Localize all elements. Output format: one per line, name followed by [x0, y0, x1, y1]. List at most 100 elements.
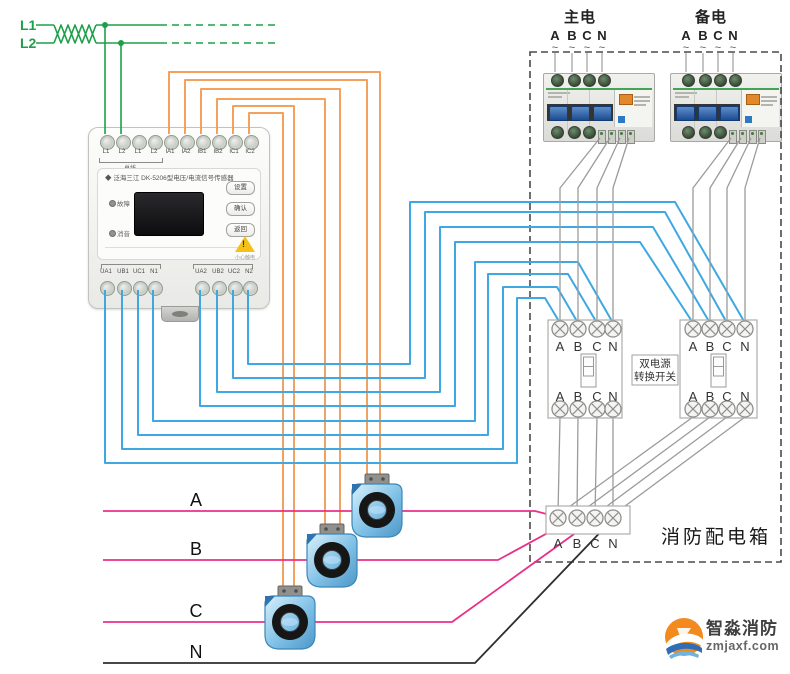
breaker-prong: [627, 130, 635, 144]
terminal-screw-icon: [147, 134, 163, 150]
wire-gray: [692, 137, 732, 323]
label-stub-wires: [554, 53, 603, 72]
confirm-button: 确认: [226, 202, 255, 216]
ac-tilde: ~: [683, 42, 689, 54]
phase-label: A: [550, 28, 560, 43]
fault-led-icon: [109, 200, 116, 207]
reset-button: [618, 116, 625, 123]
terminal-screw-icon: [211, 134, 227, 150]
terminal-screw-icon: [163, 134, 179, 150]
logo-site: zmjaxf.com: [706, 639, 779, 653]
breaker-prong: [758, 130, 766, 144]
wire-gray: [612, 416, 746, 516]
phase-label: B: [698, 28, 707, 43]
l2-label: L2: [20, 35, 37, 51]
feeder-a-line: [103, 510, 559, 518]
wire-gray: [559, 137, 601, 323]
feeder-b-label: B: [190, 539, 202, 559]
ats-phase-label: C: [592, 339, 601, 354]
ats-screw-icon: [588, 320, 606, 338]
l1-label: L1: [20, 17, 37, 33]
ats-label-outline: [631, 354, 679, 386]
terminal-screw-icon: [116, 280, 132, 296]
terminal-screw-icon: [132, 280, 148, 296]
supply-wires: [36, 22, 278, 134]
bus-bracket: [99, 158, 163, 163]
ats-screw-icon: [551, 400, 569, 418]
output-screw-icon: [549, 509, 567, 527]
ats-phase-label: B: [706, 339, 715, 354]
wire-gray: [709, 137, 742, 323]
fire-box-outline: [529, 51, 782, 563]
output-screw-icon: [604, 509, 622, 527]
wire-ub1: [121, 286, 579, 450]
terminal-screw-icon: [179, 134, 195, 150]
switch-symbol: [580, 353, 597, 388]
mute-led-icon: [109, 230, 116, 237]
backup-power-breaker: [670, 73, 782, 144]
phase-label: A: [681, 28, 691, 43]
ct-phase-c: [264, 585, 316, 650]
ats-phase-label: B: [574, 339, 583, 354]
wire-uc1: [137, 273, 598, 436]
divider: [105, 247, 239, 248]
brand-diamond-icon: ◆: [105, 175, 112, 182]
voltage-wires: [104, 201, 746, 464]
test-button: [746, 94, 760, 105]
ats-screw-icon: [701, 320, 719, 338]
output-phase-label: B: [573, 536, 582, 551]
rcd-text-bar: [761, 100, 777, 102]
terminal-label: IC2: [245, 149, 255, 155]
ats-phase-label: N: [608, 389, 617, 404]
phase-label: B: [567, 28, 576, 43]
warning-text: 小心触电: [234, 255, 255, 261]
terminal-label: L2: [150, 149, 158, 155]
feeder-c-line: [103, 518, 596, 623]
terminal-group-bracket: [101, 264, 161, 269]
terminal-screw-icon: [211, 280, 227, 296]
terminal-label: L2: [118, 149, 126, 155]
ats-right-block: A B C N A B C N: [679, 319, 758, 419]
breaker-screw-icon: [681, 74, 695, 87]
breaker-screw-icon: [597, 74, 611, 87]
wire-gray: [726, 137, 752, 323]
wire-gray: [576, 416, 711, 516]
ats-screw-icon: [736, 400, 754, 418]
wire-gray: [594, 416, 598, 515]
wire-supply-dashed: [160, 24, 278, 44]
ats-screw-icon: [701, 400, 719, 418]
breaker-screw-icon: [728, 74, 742, 87]
phase-label: N: [597, 28, 606, 43]
terminal-label: L1: [102, 149, 110, 155]
ct-phase-a: [351, 473, 403, 538]
ats-screw-icon: [569, 400, 587, 418]
terminal-label: IA1: [165, 149, 175, 155]
terminal-screw-icon: [99, 134, 115, 150]
breaker-green-strip: [673, 88, 779, 90]
wire-uc2: [232, 211, 728, 379]
device-title: ◆ 泛海三江 DK-5206型电压/电流信号传感器: [105, 172, 234, 182]
breaker-toggle: [571, 106, 590, 121]
fault-led-label: 故障: [117, 201, 130, 208]
wire-n2: [247, 201, 746, 365]
terminal-screw-icon: [243, 134, 259, 150]
backup-power-title: 备电: [694, 8, 727, 26]
terminal-screw-icon: [99, 280, 115, 296]
logo-icon: [665, 618, 703, 659]
breaker-toggle: [720, 106, 739, 121]
terminal-screw-icon: [194, 280, 210, 296]
terminal-label: UB1: [117, 269, 129, 275]
ac-tilde: ~: [584, 42, 590, 54]
ats-label-line2: 转换开关: [634, 370, 676, 383]
terminal-label: N1: [150, 269, 158, 275]
settings-button: 设置: [226, 181, 255, 195]
breaker-prong: [618, 130, 626, 144]
brand-name: 泛海三江: [113, 175, 140, 182]
fire-box-label: 消防配电箱: [661, 526, 771, 548]
terminal-label: IA2: [181, 149, 191, 155]
mute-led-label: 消音: [117, 231, 130, 238]
reset-button: [745, 116, 752, 123]
terminal-label: IC1: [229, 149, 239, 155]
